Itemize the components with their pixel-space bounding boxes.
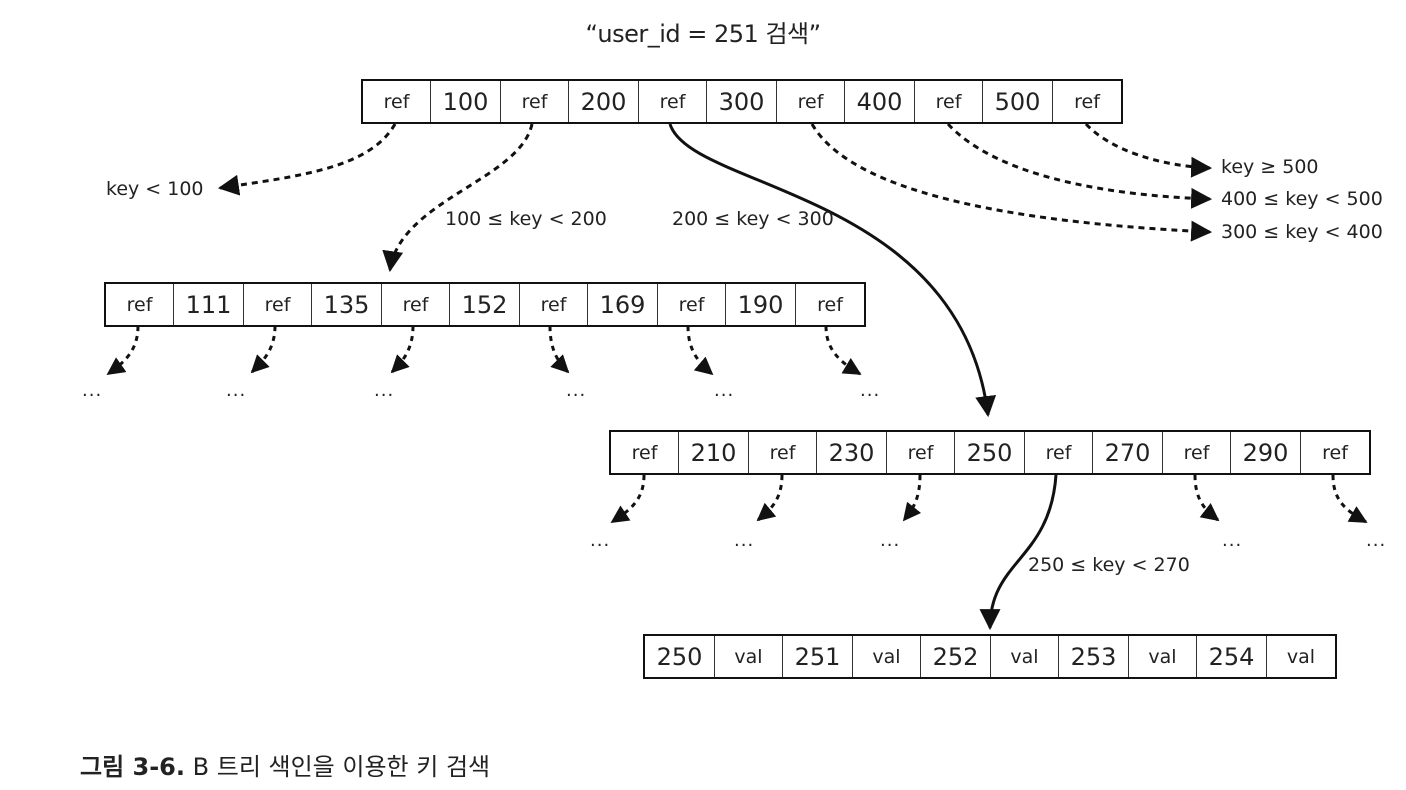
ellipsis: ... <box>566 380 587 401</box>
label-key-lt-100: key < 100 <box>106 178 204 200</box>
root-cell: ref <box>777 81 845 122</box>
leaf-cell: val <box>715 636 783 677</box>
arrow-mid-ref-1 <box>610 474 646 524</box>
arrow-100-200 <box>382 123 534 273</box>
left-child-cell: 169 <box>588 284 658 325</box>
mid-child-cell: ref <box>611 432 679 473</box>
arrow-400-500 <box>946 122 1213 209</box>
leaf-cell: 254 <box>1197 636 1267 677</box>
label-250-270: 250 ≤ key < 270 <box>1028 554 1190 576</box>
mid-child-cell: 290 <box>1231 432 1301 473</box>
root-node: ref 100 ref 200 ref 300 ref 400 ref 500 … <box>361 79 1123 124</box>
leaf-cell: val <box>1129 636 1197 677</box>
ellipsis: ... <box>860 380 881 401</box>
arrow-left-ref-1 <box>106 325 140 376</box>
arrow-mid-ref-2 <box>756 474 784 522</box>
root-cell: ref <box>915 81 983 122</box>
left-child-cell: 135 <box>312 284 382 325</box>
arrow-mid-ref-5 <box>1193 474 1220 522</box>
mid-child-cell: ref <box>1322 441 1348 464</box>
figure-caption: 그림 3-6. B 트리 색인을 이용한 키 검색 <box>80 747 490 782</box>
leaf-cell: 253 <box>1059 636 1129 677</box>
mid-child-cell: ref <box>1163 432 1231 473</box>
left-child-cell: ref <box>106 284 174 325</box>
root-cell: 200 <box>569 81 639 122</box>
mid-child-cell: ref <box>749 432 817 473</box>
left-child-cell: ref <box>817 293 843 316</box>
diagram-title: “user_id = 251 검색” <box>585 20 821 48</box>
root-cell: ref <box>639 81 707 122</box>
leaf-cell: val <box>1286 645 1316 668</box>
arrow-left-ref-6 <box>824 325 862 376</box>
label-300-400: 300 ≤ key < 400 <box>1221 221 1383 243</box>
figure-number: 그림 3-6. <box>80 753 185 781</box>
left-child-cell: ref <box>658 284 726 325</box>
ellipsis: ... <box>226 380 247 401</box>
arrow-key-lt-100 <box>217 123 397 196</box>
figure-caption-text: B 트리 색인을 이용한 키 검색 <box>192 753 491 781</box>
label-400-500: 400 ≤ key < 500 <box>1221 188 1383 210</box>
root-cell: 300 <box>707 81 777 122</box>
ellipsis: ... <box>590 530 611 551</box>
ellipsis: ... <box>374 380 395 401</box>
arrow-left-ref-3 <box>390 325 415 374</box>
label-100-200: 100 ≤ key < 200 <box>445 208 607 230</box>
leaf-cell: val <box>853 636 921 677</box>
arrow-left-ref-2 <box>250 325 277 374</box>
left-child-cell: 190 <box>726 284 796 325</box>
leaf-cell: 251 <box>783 636 853 677</box>
root-cell: 500 <box>983 81 1053 122</box>
arrow-mid-250-270-solid <box>979 474 1058 631</box>
arrow-300-400 <box>810 123 1213 242</box>
left-child-cell: 111 <box>174 284 244 325</box>
leaf-cell: 252 <box>921 636 991 677</box>
ellipsis: ... <box>82 380 103 401</box>
root-cell: ref <box>501 81 569 122</box>
mid-child-cell: ref <box>1025 432 1093 473</box>
leaf-node: 250 val 251 val 252 val 253 val 254 val <box>643 634 1337 679</box>
ellipsis: ... <box>880 530 901 551</box>
left-child-cell: ref <box>520 284 588 325</box>
ellipsis: ... <box>714 380 735 401</box>
mid-child-node: ref 210 ref 230 ref 250 ref 270 ref 290 … <box>609 430 1371 475</box>
mid-child-cell: 270 <box>1093 432 1163 473</box>
root-cell: ref <box>363 81 431 122</box>
left-child-cell: ref <box>244 284 312 325</box>
arrow-key-ge-500 <box>1084 122 1213 178</box>
root-cell: 400 <box>845 81 915 122</box>
ellipsis: ... <box>734 530 755 551</box>
label-200-300: 200 ≤ key < 300 <box>672 208 834 230</box>
left-child-cell: ref <box>382 284 450 325</box>
left-child-cell: 152 <box>450 284 520 325</box>
root-cell: 100 <box>431 81 501 122</box>
mid-child-cell: 210 <box>679 432 749 473</box>
mid-child-cell: ref <box>887 432 955 473</box>
left-child-node: ref 111 ref 135 ref 152 ref 169 ref 190 … <box>104 282 866 327</box>
mid-child-cell: 250 <box>955 432 1025 473</box>
label-key-ge-500: key ≥ 500 <box>1221 156 1319 178</box>
arrow-left-ref-5 <box>686 325 714 376</box>
arrow-200-300-solid <box>668 123 997 418</box>
leaf-cell: 250 <box>645 636 715 677</box>
mid-child-cell: 230 <box>817 432 887 473</box>
ellipsis: ... <box>1366 530 1387 551</box>
arrow-mid-ref-6 <box>1331 474 1368 524</box>
arrow-left-ref-4 <box>548 325 570 374</box>
root-cell: ref <box>1074 90 1100 113</box>
ellipsis: ... <box>1222 530 1243 551</box>
arrow-mid-ref-3 <box>902 474 922 522</box>
leaf-cell: val <box>991 636 1059 677</box>
